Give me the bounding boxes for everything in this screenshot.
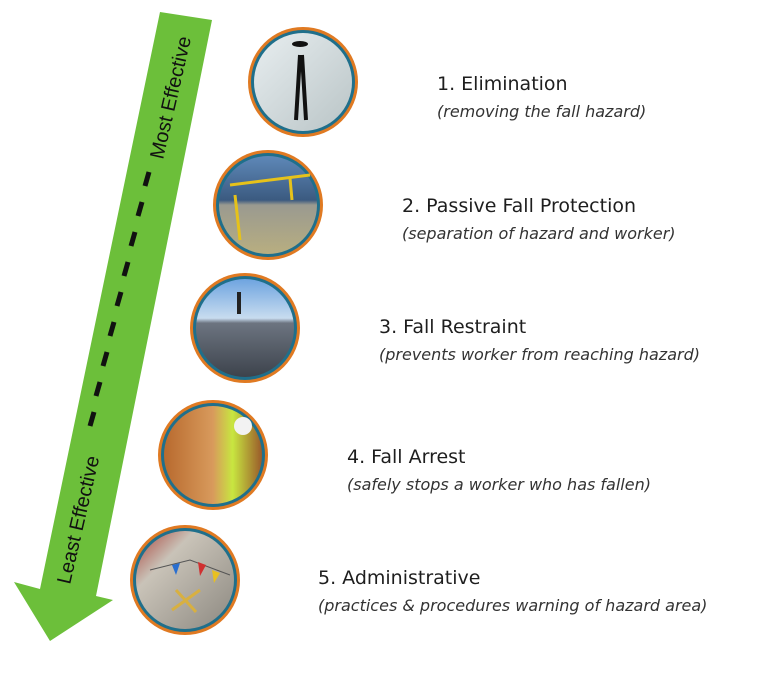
arrow-dashes <box>87 171 152 427</box>
level-fall-arrest: 4. Fall Arrest (safely stops a worker wh… <box>347 445 651 497</box>
level-title: 4. Fall Arrest <box>347 446 466 468</box>
level-elimination: 1. Elimination (removing the fall hazard… <box>437 72 646 124</box>
level-fall-restraint: 3. Fall Restraint (prevents worker from … <box>379 315 700 367</box>
level-title: 3. Fall Restraint <box>379 316 527 338</box>
level-subtitle: (removing the fall hazard) <box>437 102 647 121</box>
level-subtitle: (practices & procedures warning of hazar… <box>318 596 708 615</box>
circle-administrative <box>130 525 240 635</box>
circle-passive-fall-protection <box>213 150 323 260</box>
level-passive-fall-protection: 2. Passive Fall Protection (separation o… <box>402 194 676 246</box>
level-subtitle: (separation of hazard and worker) <box>402 224 676 243</box>
level-title: 5. Administrative <box>318 567 481 589</box>
level-subtitle: (prevents worker from reaching hazard) <box>379 345 700 364</box>
level-subtitle: (safely stops a worker who has fallen) <box>347 475 651 494</box>
level-title: 1. Elimination <box>437 73 568 95</box>
circle-fall-arrest <box>158 400 268 510</box>
level-administrative: 5. Administrative (practices & procedure… <box>318 566 707 618</box>
circle-fall-restraint <box>190 273 300 383</box>
circle-elimination <box>248 27 358 137</box>
level-title: 2. Passive Fall Protection <box>402 195 637 217</box>
